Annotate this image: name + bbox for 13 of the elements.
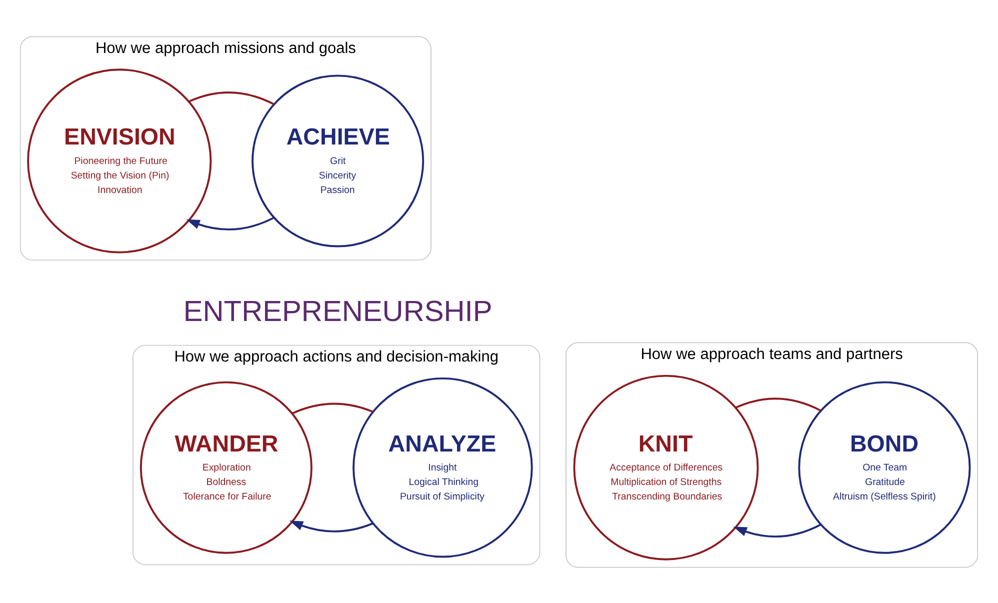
node-circle: BOND One Team Gratitude Altruism (Selfless Spirit) <box>798 380 971 554</box>
arrow <box>186 216 275 230</box>
node-circle: ANALYZE Insight Logical Thinking Pursuit of Simplicity <box>352 376 533 558</box>
arrow <box>733 523 822 538</box>
label: ENTREPRENEURSHIP <box>183 296 492 328</box>
node-circle: ACHIEVE Grit Sincerity Passion <box>252 74 424 247</box>
node-circle: WANDER Exploration Boldness Tolerance for Failure <box>140 380 312 554</box>
connector <box>188 91 275 105</box>
arrow <box>289 520 374 532</box>
connector <box>292 402 374 414</box>
connector <box>736 397 822 412</box>
node-circle: KNIT Acceptance of Differences Multiplication of Strengths Transcending Boundaries <box>573 374 759 560</box>
node-circle: ENVISION Pioneering the Future Setting the Vision (Pin) Innovation <box>27 68 212 253</box>
